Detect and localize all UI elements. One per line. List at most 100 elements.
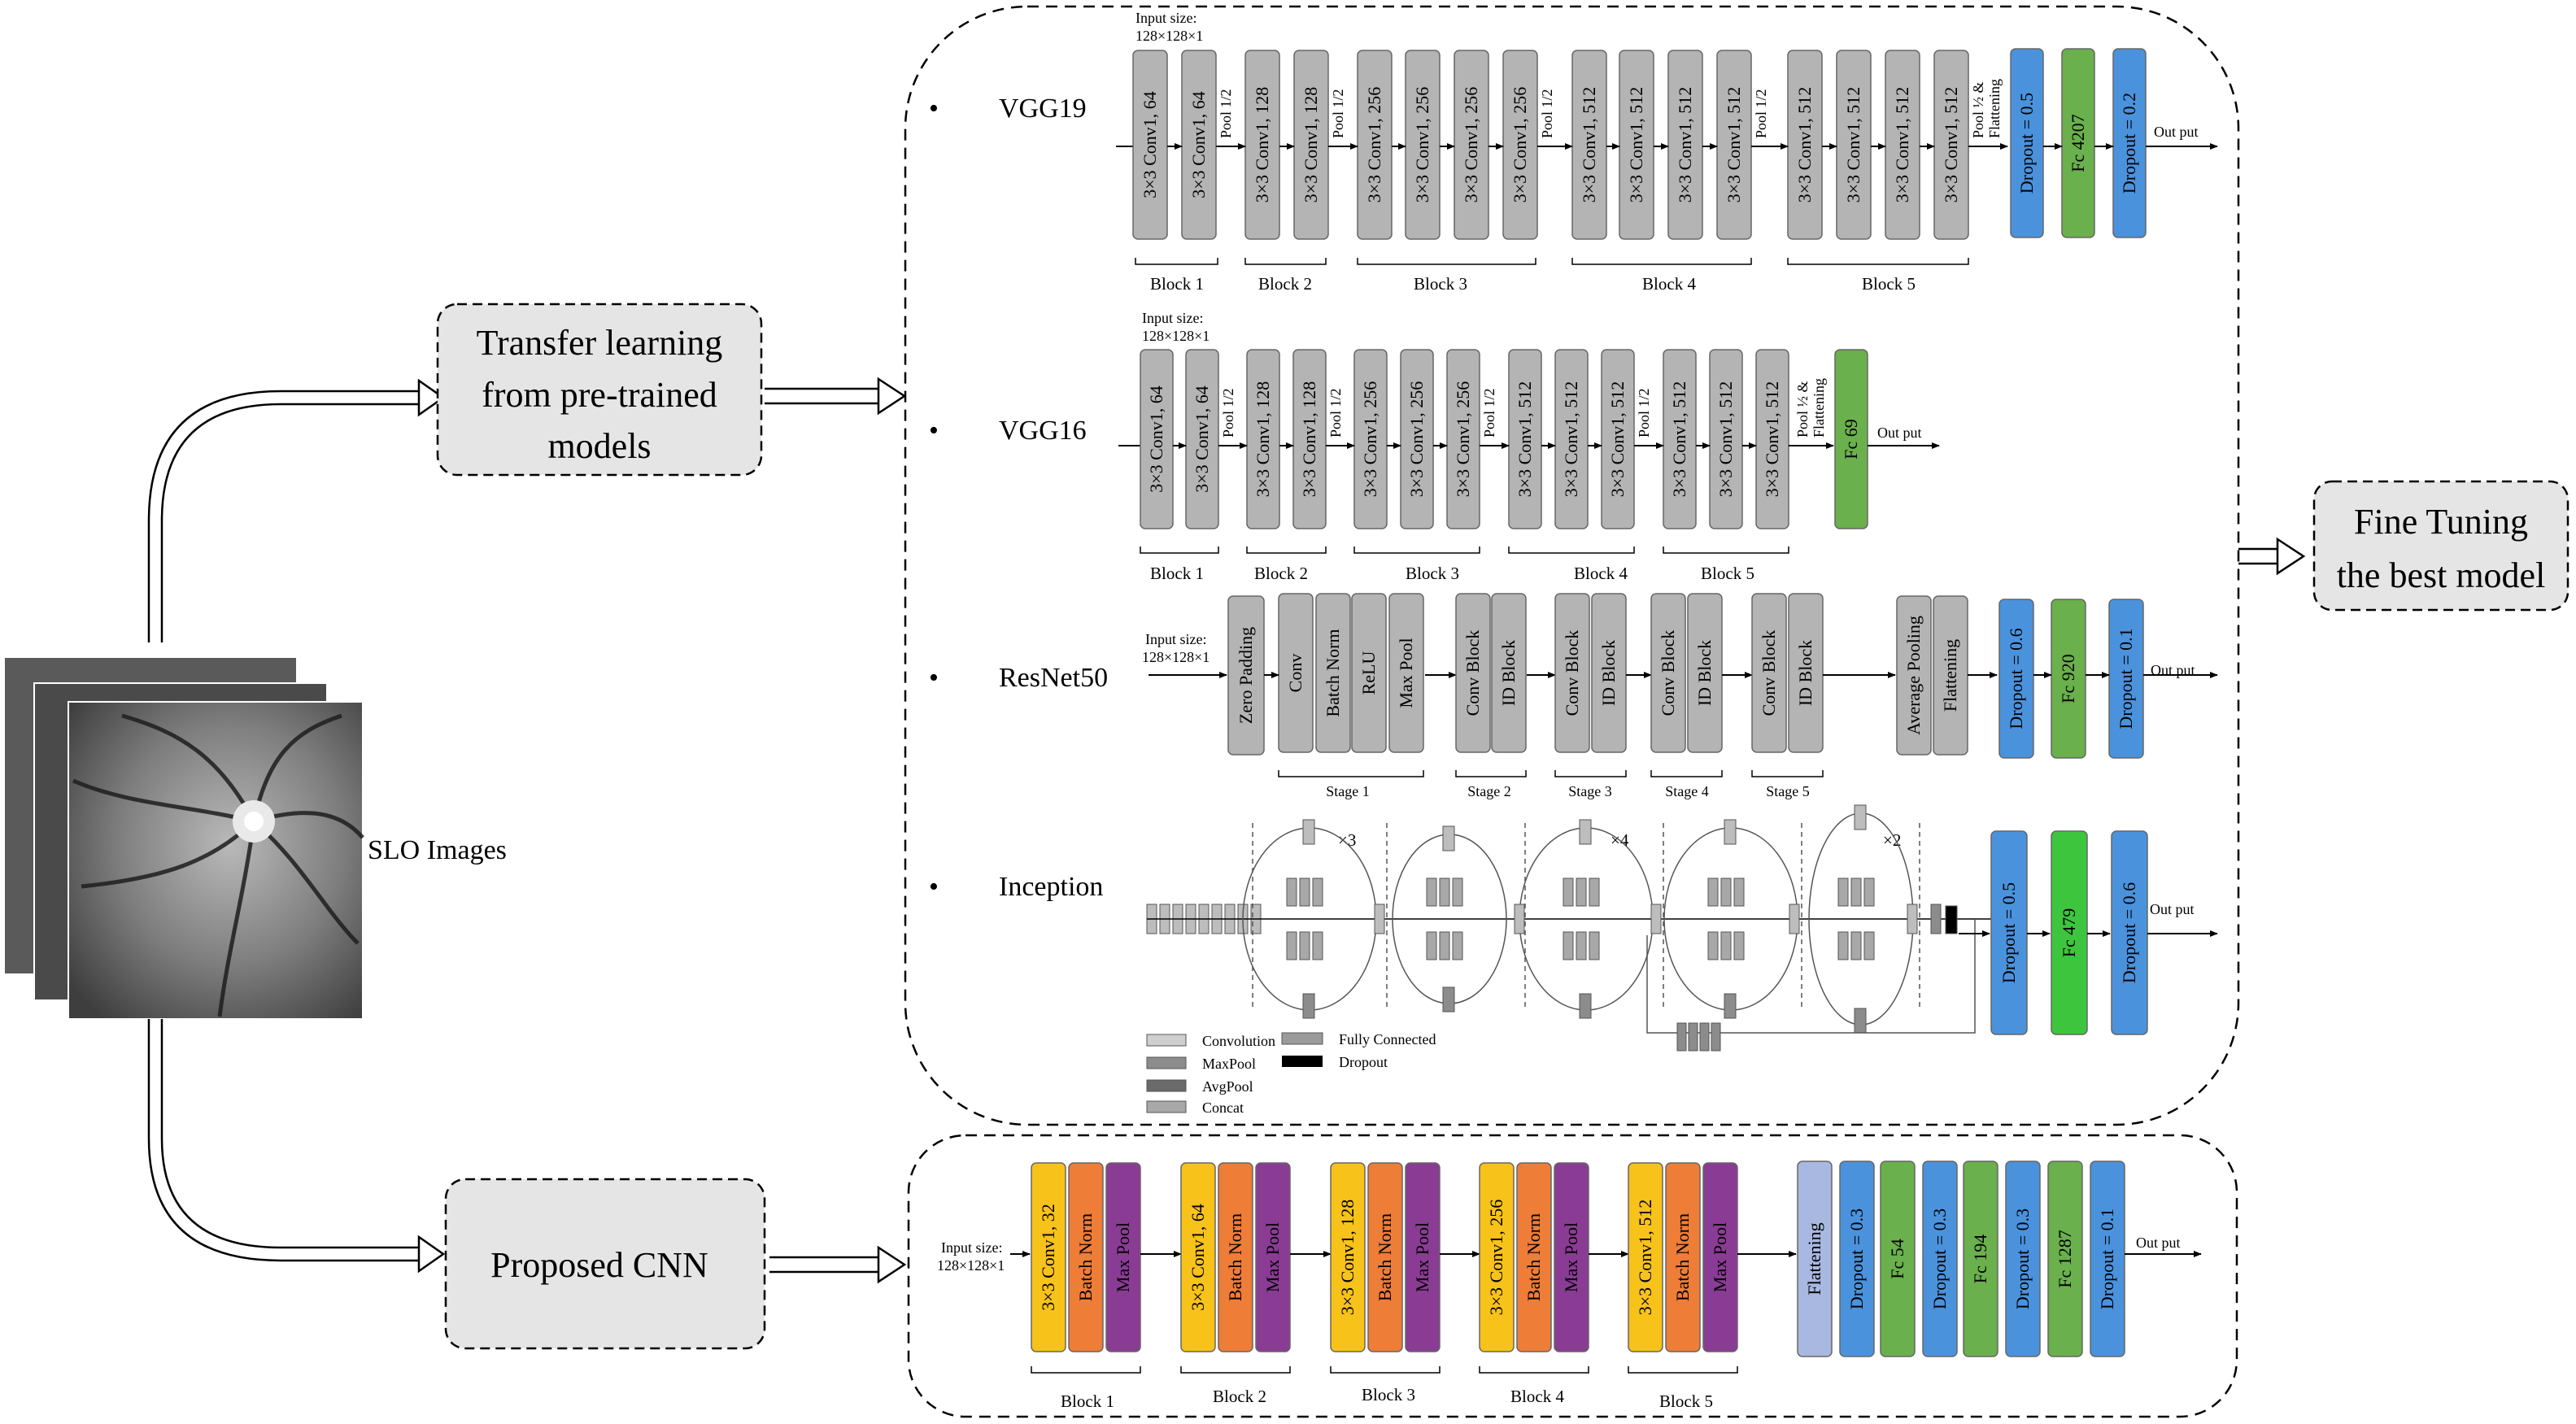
vgg16-conv-11: 3×3 Conv1, 512 [1663,349,1697,529]
inception-module-e-branch [1863,931,1875,960]
inception-module-d-branch [1720,877,1732,907]
vgg19-pool-half-2: Pool 1/2 [1330,89,1346,138]
inception-module-b-branch [1426,877,1437,907]
vgg19-block-1-label: Block 1 [1150,274,1204,294]
proposed-bn-3: Batch Norm [1367,1162,1403,1352]
vgg19-conv-4-label: 3×3 Conv1, 128 [1301,87,1321,203]
inception-repeat-3: ×3 [1338,830,1356,850]
resnet50-name: ResNet50 [999,663,1108,693]
vgg16-bullet: • [929,416,939,446]
legend-avgpool-label: AvgPool [1202,1078,1253,1095]
proposed-conv-5: 3×3 Conv1, 512 [1628,1162,1663,1352]
proposed-head-4: Dropout = 0.3 [1922,1161,1958,1357]
inception-module-c-branch [1563,931,1574,960]
proposed-conv-3-label: 3×3 Conv1, 128 [1337,1200,1358,1316]
proposed-conv-4: 3×3 Conv1, 256 [1479,1162,1515,1352]
proposed-pool-2-label: Max Pool [1262,1222,1283,1292]
vgg19-conv-1-label: 3×3 Conv1, 64 [1140,91,1160,198]
vgg19-conv-6: 3×3 Conv1, 256 [1405,50,1441,240]
inception-concat [1907,904,1918,934]
vgg16-conv-1: 3×3 Conv1, 64 [1140,349,1174,529]
resnet50-tail-2: Flattening [1933,595,1968,756]
vgg19-input-label: Input size: [1135,10,1196,26]
resnet50-zero-padding-label: Zero Padding [1236,627,1256,724]
proposed-conv-4-label: 3×3 Conv1, 256 [1486,1200,1506,1316]
vgg16-conv-10-label: 3×3 Conv1, 512 [1607,381,1628,498]
inception-aux-path [1646,919,1976,1034]
resnet50-stage1-2-label: Batch Norm [1323,629,1343,716]
inception-module-e-branch [1837,931,1849,960]
inception-module-e-branch [1850,877,1862,907]
resnet50-stage-3-label: Stage 3 [1568,783,1612,799]
inception-module-e-top [1854,804,1867,830]
vgg19-head-1: Dropout = 0.5 [2010,48,2044,238]
transfer-learning-line-2: from pre-trained [482,375,717,415]
vgg19-conv-16: 3×3 Conv1, 512 [1933,50,1969,240]
legend-convolution-swatch [1146,1034,1187,1047]
vgg16-conv-7-label: 3×3 Conv1, 256 [1453,381,1473,498]
vgg19-name: VGG19 [999,94,1087,124]
proposed-bn-1-label: Batch Norm [1075,1213,1096,1301]
group-bracket [1787,258,1969,265]
proposed-pool-5: Max Pool [1702,1162,1738,1352]
resnet50-stage-4-label: Stage 4 [1665,783,1709,799]
vgg19-conv-6-label: 3×3 Conv1, 256 [1412,87,1432,203]
resnet50-id-block-3-label: ID Block [1598,640,1619,706]
inception-concat [1374,904,1385,934]
proposed-pool-1-label: Max Pool [1113,1222,1133,1292]
legend-maxpool-swatch [1146,1056,1187,1069]
inception-module-b-branch [1452,877,1463,907]
inception-module-a-branch [1299,877,1310,907]
resnet50-tail-1-label: Average Pooling [1903,616,1924,735]
proposed-conv-2: 3×3 Conv1, 64 [1180,1162,1216,1352]
group-bracket [1278,770,1424,777]
proposed-block-4-label: Block 4 [1510,1387,1564,1406]
proposed-pool-2: Max Pool [1255,1162,1291,1352]
group-bracket [1751,770,1824,777]
legend-maxpool-label: MaxPool [1202,1056,1256,1072]
vgg19-conv-12: 3×3 Conv1, 512 [1716,50,1752,240]
resnet50-stage1-3-label: ReLU [1358,651,1379,695]
vgg19-input-dims: 128×128×1 [1135,28,1203,44]
inception-aux-layer [1699,1022,1710,1052]
vgg19-pool-half-1: Pool 1/2 [1218,89,1234,138]
inception-module-a-branch [1312,877,1323,907]
inception-module-e-branch [1863,877,1875,907]
resnet50-head-2: Fc 920 [2051,599,2086,759]
slo-image-front [68,701,364,1020]
inception-aux-layer [1711,1022,1721,1052]
proposed-conv-2-label: 3×3 Conv1, 64 [1188,1204,1208,1311]
vgg19-conv-14-label: 3×3 Conv1, 512 [1843,87,1863,203]
proposed-bn-4: Batch Norm [1516,1162,1552,1352]
proposed-head-3: Fc 54 [1880,1161,1916,1357]
inception-module-d-top [1724,819,1737,845]
vgg16-conv-12: 3×3 Conv1, 512 [1709,349,1743,529]
inception-module-d-branch [1707,931,1719,960]
group-bracket [1508,547,1635,554]
legend-dropout-label: Dropout [1339,1054,1388,1070]
inception-head-1: Dropout = 0.5 [1990,830,2028,1035]
fine-tuning-box: Fine Tuning the best model [2312,480,2569,612]
resnet50-head-2-label: Fc 920 [2058,654,2078,703]
proposed-head-7: Fc 1287 [2047,1161,2083,1357]
resnet50-conv-block-4-label: Conv Block [1658,630,1678,716]
vgg19-block-5-label: Block 5 [1862,274,1916,294]
vgg16-conv-2-label: 3×3 Conv1, 64 [1192,385,1212,493]
inception-architecture: ×3 ×4 ×2 Out put Convolution MaxPool Avg… [1146,804,2218,1116]
vgg16-block-5-label: Block 5 [1701,564,1754,583]
resnet50-architecture: Input size: 128×128×1 Out put Stage 1 St… [1142,593,2218,799]
resnet50-conv-block-3: Conv Block [1554,593,1590,753]
vgg19-conv-1: 3×3 Conv1, 64 [1132,50,1168,240]
flow-connectors [147,377,2306,1284]
inception-module-e-bottom [1854,1008,1867,1034]
resnet50-head-3-label: Dropout = 0.1 [2116,628,2136,729]
vgg19-conv-12-label: 3×3 Conv1, 512 [1724,87,1744,203]
vgg16-conv-8: 3×3 Conv1, 512 [1508,349,1542,529]
legend-avgpool-swatch [1146,1079,1187,1092]
vgg16-conv-2: 3×3 Conv1, 64 [1185,349,1219,529]
vgg19-conv-2: 3×3 Conv1, 64 [1181,50,1217,240]
inception-output-label: Out put [2150,901,2195,917]
vgg19-block-4-label: Block 4 [1642,274,1696,294]
inception-module-b-branch [1439,877,1450,907]
inception-module-b-branch [1439,931,1450,960]
